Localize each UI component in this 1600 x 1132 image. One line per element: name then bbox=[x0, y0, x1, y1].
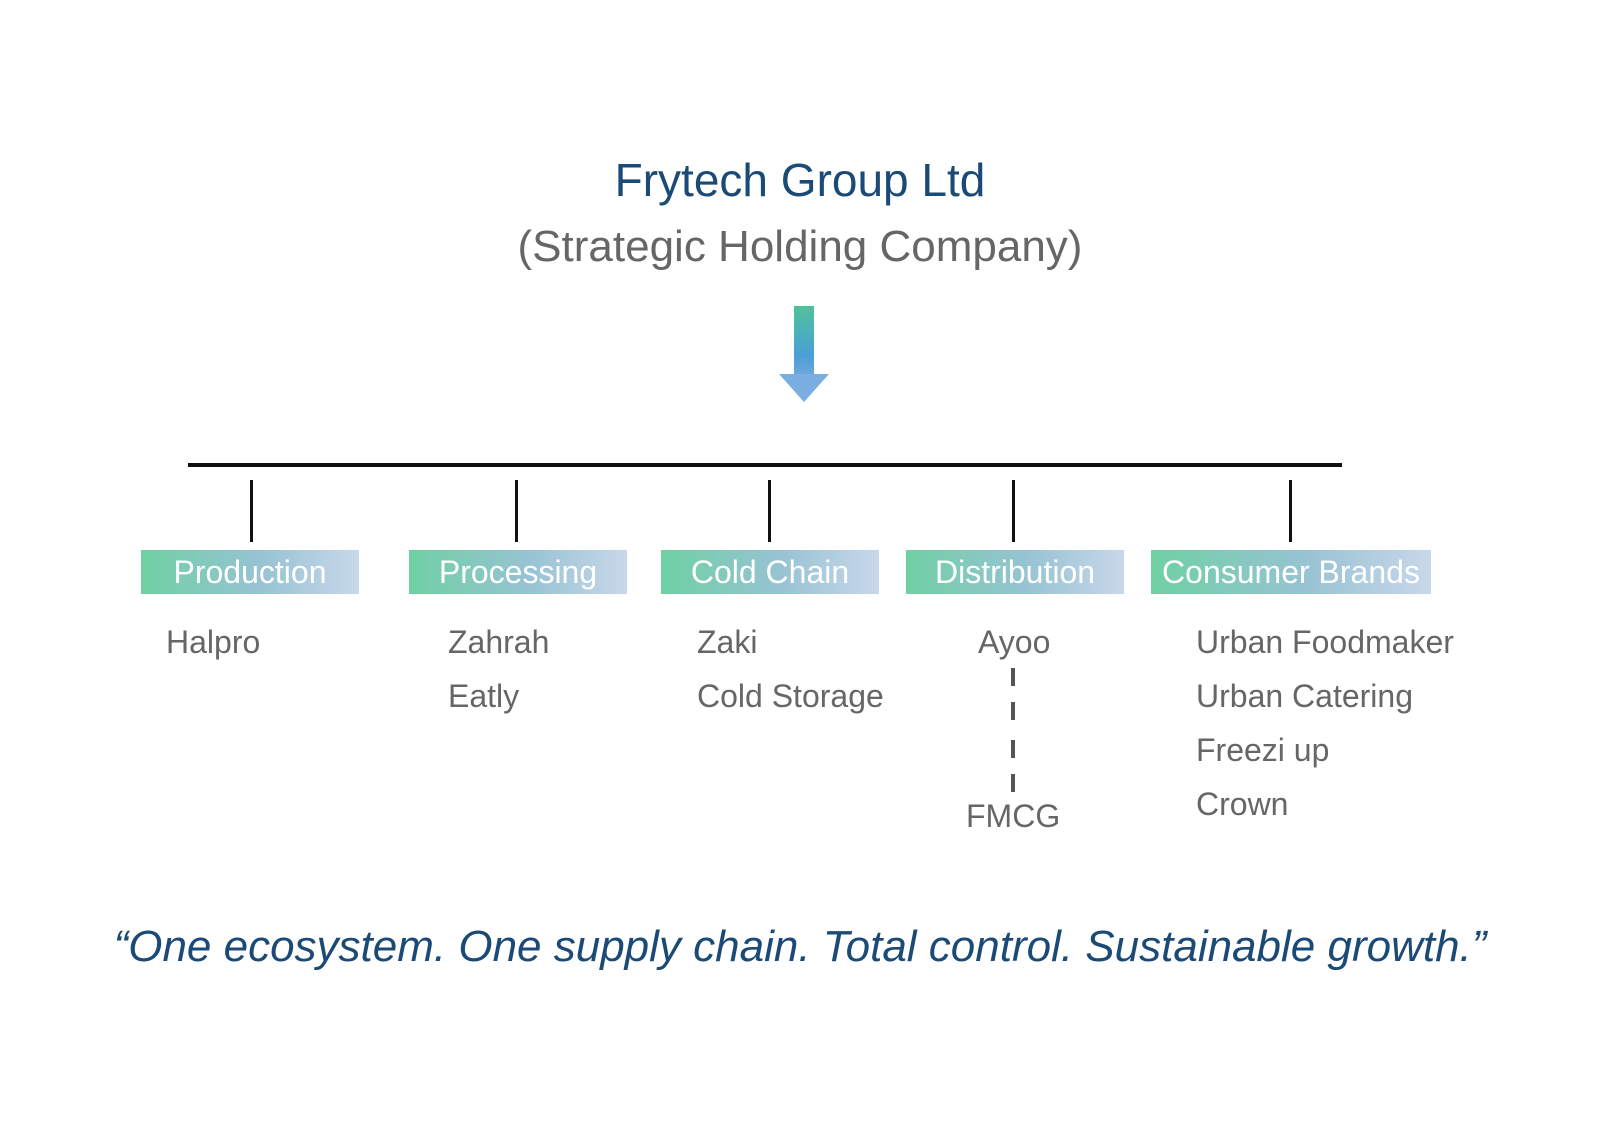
dashed-connector-segment bbox=[1011, 668, 1015, 686]
connector-distribution bbox=[1012, 480, 1015, 542]
company-crown: Crown bbox=[1196, 786, 1289, 822]
dashed-connector-segment bbox=[1011, 702, 1015, 720]
tagline: “One ecosystem. One supply chain. Total … bbox=[113, 922, 1487, 971]
company-freezi-up: Freezi up bbox=[1196, 732, 1330, 768]
connector-processing bbox=[515, 480, 518, 542]
arrow-head bbox=[779, 374, 829, 402]
company-urban-catering: Urban Catering bbox=[1196, 678, 1413, 714]
arrow-shaft bbox=[794, 306, 814, 376]
dashed-connector-segment bbox=[1011, 740, 1015, 758]
category-consumer-brands: Consumer Brands bbox=[1151, 550, 1431, 594]
category-cold-chain: Cold Chain bbox=[661, 550, 879, 594]
category-production: Production bbox=[141, 550, 359, 594]
company-ayoo: Ayoo bbox=[978, 624, 1051, 660]
company-zahrah: Zahrah bbox=[448, 624, 550, 660]
connector-horizontal bbox=[188, 463, 1342, 467]
company-eatly: Eatly bbox=[448, 678, 520, 714]
category-distribution: Distribution bbox=[906, 550, 1124, 594]
company-cold-storage: Cold Storage bbox=[697, 678, 884, 714]
connector-cold-chain bbox=[768, 480, 771, 542]
page-subtitle: (Strategic Holding Company) bbox=[517, 222, 1083, 271]
company-halpro: Halpro bbox=[166, 624, 261, 660]
page-title: Frytech Group Ltd bbox=[614, 154, 986, 206]
company-zaki: Zaki bbox=[697, 624, 758, 660]
category-processing: Processing bbox=[409, 550, 627, 594]
company-fmcg: FMCG bbox=[966, 798, 1061, 834]
connector-consumer-brands bbox=[1289, 480, 1292, 542]
connector-production bbox=[250, 480, 253, 542]
dashed-connector-segment bbox=[1011, 774, 1015, 792]
company-urban-foodmaker: Urban Foodmaker bbox=[1196, 624, 1454, 660]
